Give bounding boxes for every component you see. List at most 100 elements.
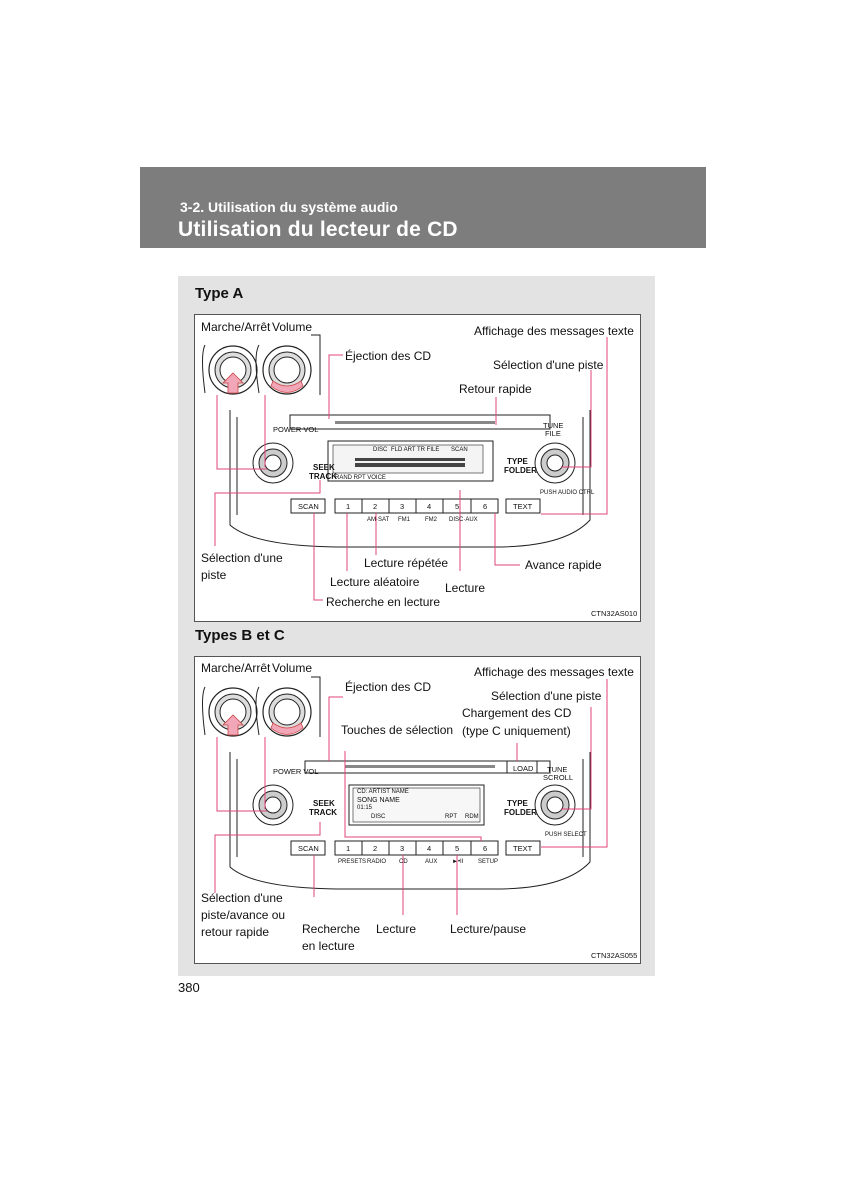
sub-label-radio: RADIO [367, 859, 387, 865]
type-label-b: TYPE [507, 799, 528, 808]
press-arrow-icon [222, 714, 244, 736]
label-scan-2: en lecture [302, 939, 355, 953]
display-bottom: RAND RPT VOICE [335, 475, 386, 481]
label-power: Marche/Arrêt [201, 320, 271, 334]
preset-1-button[interactable]: 1 [346, 502, 351, 511]
folder-label: FOLDER [504, 466, 537, 475]
label-text-display: Affichage des messages texte [474, 324, 634, 338]
scan-button-b[interactable]: SCAN [298, 844, 319, 853]
page-number: 380 [178, 980, 200, 995]
display-segments-a [355, 458, 465, 467]
label-scan: Recherche en lecture [326, 595, 441, 609]
display-scan: SCAN [451, 447, 468, 453]
power-knob-zoom [202, 344, 258, 395]
preset-6-button[interactable]: 6 [483, 502, 488, 511]
turn-arrow-icon [270, 380, 304, 393]
text-button[interactable]: TEXT [513, 502, 533, 511]
preset-2-button[interactable]: 2 [373, 502, 378, 511]
push-audio-label: PUSH AUDIO CTRL [540, 490, 595, 496]
label-play: Lecture [445, 581, 486, 595]
sub-label-cd: CD [399, 859, 408, 865]
turn-arrow-icon [270, 722, 304, 735]
preset-4-button[interactable]: 4 [427, 502, 432, 511]
radio-unit-b [229, 752, 591, 890]
page-title: Utilisation du lecteur de CD [178, 218, 458, 241]
preset-3-button[interactable]: 3 [400, 502, 405, 511]
tune-label: TUNE [543, 421, 564, 430]
label-select-keys: Touches de sélection [341, 723, 454, 737]
pointer-lines-a [214, 337, 608, 601]
seek-label-b: SEEK [313, 799, 335, 808]
type-bc-diagram [202, 676, 608, 915]
text-button-b[interactable]: TEXT [513, 844, 533, 853]
sub-label-setup: SETUP [478, 859, 499, 865]
type-a-title: Type A [195, 285, 244, 302]
preset-6-button-b[interactable]: 6 [483, 844, 488, 853]
display-flags: FLD ART TR FILE [391, 447, 440, 453]
preset-2-button-b[interactable]: 2 [373, 844, 378, 853]
label-rewind: Retour rapide [459, 382, 532, 396]
load-button[interactable]: LOAD [513, 764, 534, 773]
seek-label: SEEK [313, 463, 335, 472]
preset-1-button-b[interactable]: 1 [346, 844, 351, 853]
preset-5-button-b[interactable]: 5 [455, 844, 460, 853]
pointer-lines-b [214, 679, 608, 915]
chapter-header-band [140, 167, 706, 248]
figure-code-b: CTN32AS055 [591, 951, 638, 960]
preset-4-button-b[interactable]: 4 [427, 844, 432, 853]
label-volume: Volume [272, 320, 313, 334]
label-repeat: Lecture répétée [364, 556, 449, 570]
power-knob-zoom-b [202, 686, 258, 737]
preset-5-button[interactable]: 5 [455, 502, 460, 511]
track-label: TRACK [309, 472, 337, 481]
folder-label-b: FOLDER [504, 808, 537, 817]
label-random: Lecture aléatoire [330, 575, 420, 589]
type-bc-title: Types B et C [195, 627, 285, 644]
display-rdm: RDM [465, 814, 479, 820]
sub-label-5: DISC·AUX [449, 517, 478, 523]
label-scan-1: Recherche [302, 922, 361, 936]
type-a-diagram [202, 334, 608, 601]
sub-label-play-pause: ►•II [452, 859, 464, 865]
label-load-1: Chargement des CD [462, 706, 572, 720]
label-track-select-left-1: Sélection d'une [201, 551, 283, 565]
label-left-2: piste/avance ou [201, 908, 286, 922]
label-volume-b: Volume [272, 661, 313, 675]
display-disc-b: DISC [371, 814, 386, 820]
tune-label-b: TUNE [547, 765, 568, 774]
label-play-pause: Lecture/pause [450, 922, 527, 936]
label-play-b: Lecture [376, 922, 417, 936]
label-fast-forward: Avance rapide [525, 558, 602, 572]
display-song: SONG NAME [357, 797, 400, 804]
type-bc-figure: POWER VOL SEEK TRACK TUNE SCROLL TYPE FO… [194, 656, 641, 964]
track-label-b: TRACK [309, 808, 337, 817]
label-text-display-b: Affichage des messages texte [474, 665, 634, 679]
label-track-select: Sélection d'une piste [493, 358, 604, 372]
push-select-label: PUSH SELECT [545, 832, 587, 838]
scan-button[interactable]: SCAN [298, 502, 319, 511]
label-eject: Éjection des CD [345, 349, 432, 363]
section-number: 3-2. Utilisation du système audio [180, 199, 398, 215]
sub-label-aux: AUX [425, 859, 438, 865]
label-eject-b: Éjection des CD [345, 680, 432, 694]
display-artist: CD: ARTIST NAME [357, 789, 409, 795]
label-left-3: retour rapide [201, 925, 270, 939]
label-load-2: (type C uniquement) [462, 724, 571, 738]
file-label: FILE [545, 429, 561, 438]
preset-3-button-b[interactable]: 3 [400, 844, 405, 853]
press-arrow-icon [222, 372, 244, 394]
sub-label-2: AM·SAT [367, 517, 390, 523]
figure-code-a: CTN32AS010 [591, 609, 638, 618]
sub-label-3: FM1 [398, 517, 410, 523]
sub-label-4: FM2 [425, 517, 437, 523]
sub-label-presets: PRESETS [338, 859, 367, 865]
label-track-select-left-2: piste [201, 568, 227, 582]
display-disc: DISC [373, 447, 388, 453]
label-track-select-b: Sélection d'une piste [491, 689, 602, 703]
display-time: 01:15 [357, 805, 373, 811]
power-vol-label-b: POWER VOL [273, 767, 319, 776]
label-left-1: Sélection d'une [201, 891, 283, 905]
type-label: TYPE [507, 457, 528, 466]
display-rpt: RPT [445, 814, 457, 820]
scroll-label-b: SCROLL [543, 773, 574, 782]
